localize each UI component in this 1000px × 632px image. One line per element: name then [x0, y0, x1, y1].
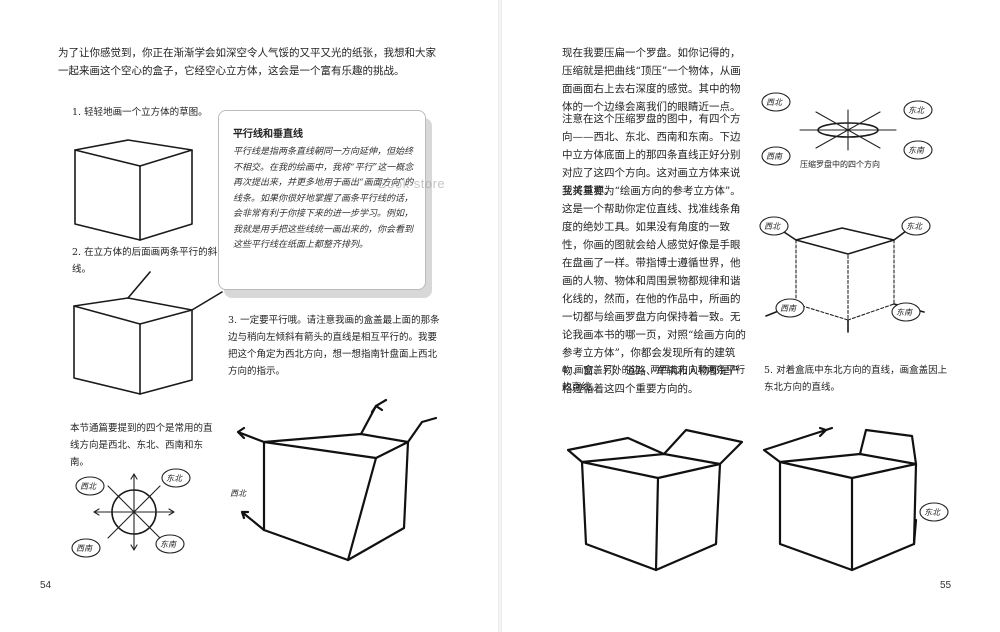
cube-sketch-1: [74, 139, 193, 241]
bubble-se: [155, 534, 185, 554]
parallel-lines-sidebar: 平行线和垂直线 平行线是指两条直线朝同一方向延伸，但始终不相交。在我的绘画中，我…: [218, 110, 426, 290]
compass-caption: 压缩罗盘中的四个方向: [800, 160, 880, 169]
rcube-bubble-ne: [901, 216, 931, 236]
label-ne: 东北: [166, 474, 183, 483]
bubble-sw: [71, 538, 101, 558]
step-5-caption: 5. 对着盒底中东北方向的直线，画盒盖因上东北方向的直线。: [764, 365, 948, 393]
compass-diagram-left: 西北 东北 西南 东南: [71, 468, 191, 558]
rcube-label-se: 东南: [896, 308, 914, 317]
sidebar-title: 平行线和垂直线: [233, 129, 303, 140]
rc-label-ne: 东北: [908, 106, 925, 115]
rc-bubble-sw: [761, 146, 791, 166]
cube-sketch-2: [73, 271, 223, 395]
sidebar-body: 平行线是指两条直线朝同一方向延伸，但始终不相交。在我的绘画中，我将“平行”这一概…: [233, 147, 414, 250]
rc-label-nw: 西北: [766, 98, 783, 107]
watermark: Book store: [378, 176, 446, 191]
compressed-compass: 西北 东北 西南 东南: [761, 92, 933, 166]
rc-bubble-nw: [761, 92, 791, 112]
book-gutter: [498, 0, 502, 632]
ne-bubble: [919, 502, 949, 522]
para-2: 注意在这个压缩罗盘的图中，有四个方向——西北、东北、西南和东南。下边中立方体底面…: [562, 113, 741, 197]
step-4-caption: 4. 画盒盖另外的边，两西北方向和两条平行的直线。: [562, 365, 746, 393]
rcube-bubble-nw: [759, 216, 789, 236]
label-nw-arrow: 西北: [230, 489, 247, 498]
rc-label-se: 东南: [908, 146, 926, 155]
rcube-label-nw: 西北: [764, 222, 781, 231]
label-sw: 西南: [76, 544, 94, 553]
open-box-sketch-5: 东北: [762, 426, 949, 572]
step-3-caption: 3. 一定要平行哦。请注意我画的盒盖最上面的那条边与稍向左倾斜有箭头的直线是相互…: [228, 315, 440, 377]
step-2-caption: 2. 在立方体的后面画两条平行的斜线。: [72, 247, 218, 275]
label-se: 东南: [160, 540, 178, 549]
intro-paragraph: 为了让你感觉到，你正在渐渐学会如深空令人气馁的又平又光的纸张，我想和大家一起来画…: [58, 47, 436, 77]
rc-bubble-se: [903, 140, 933, 160]
para-1: 现在我要压扁一个罗盘。如你记得的，压缩就是把曲线“顶压”一个物体，从画面画面右上…: [562, 47, 741, 113]
open-box-sketch-left: 西北: [230, 398, 438, 562]
rcube-bubble-sw: [775, 298, 805, 318]
ne-label: 东北: [924, 508, 941, 517]
directions-note: 本节通篇要提到的四个是常用的直线方向是西北、东北、西南和东南。: [70, 423, 213, 468]
rcube-label-sw: 西南: [780, 304, 798, 313]
bubble-ne: [161, 468, 191, 488]
rcube-bubble-se: [891, 302, 921, 322]
reference-cube: 西北 东北 西南 东南: [759, 216, 931, 333]
page-number-left: 54: [40, 580, 52, 591]
rcube-label-ne: 东北: [906, 222, 923, 231]
label-nw: 西北: [80, 482, 97, 491]
page-number-right: 55: [940, 580, 952, 591]
bubble-nw: [75, 476, 105, 496]
para-3: 我将其称为“绘画方向的参考立方体”。这是一个帮助你定位直线、找准线条角度的绝妙工…: [562, 185, 746, 395]
open-box-sketch-4: [566, 428, 744, 572]
step-1-caption: 1. 轻轻地画一个立方体的草图。: [72, 107, 208, 118]
rc-bubble-ne: [903, 100, 933, 120]
rc-label-sw: 西南: [766, 152, 784, 161]
